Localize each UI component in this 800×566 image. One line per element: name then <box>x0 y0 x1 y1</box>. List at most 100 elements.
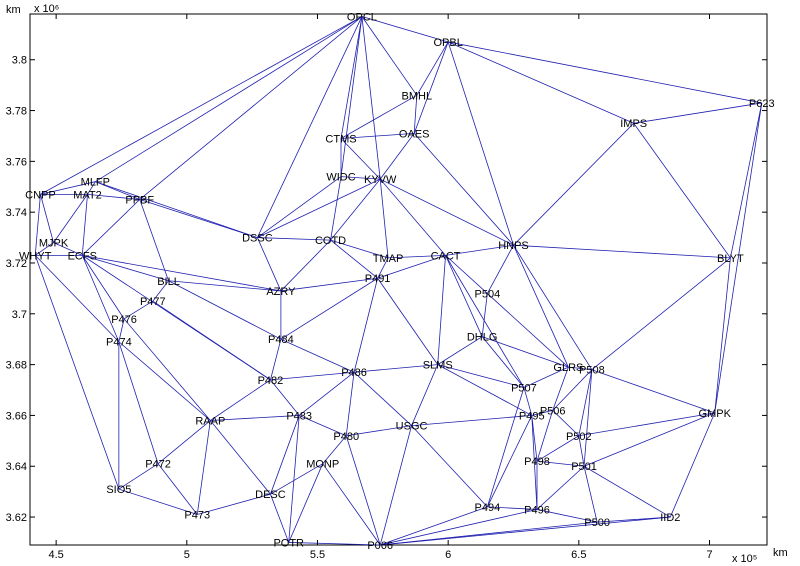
edge-monp-p066 <box>322 463 381 546</box>
x-tick-label: 4.5 <box>48 549 63 561</box>
x-tick-label: 6 <box>445 549 451 561</box>
x-tick-label: 7 <box>706 549 712 561</box>
edge-p508-p502 <box>578 369 593 436</box>
edge-widc-cotd <box>330 176 342 241</box>
edge-p506-p498 <box>536 410 554 462</box>
edge-mat2-ecfs <box>81 194 88 256</box>
node-label-raap: RAAP <box>195 416 225 428</box>
node-label-glrs: GLRS <box>553 362 583 374</box>
edge-opbl-hnps <box>447 41 514 246</box>
edge-p506-p495 <box>531 409 553 416</box>
edge-imps-hnps <box>513 122 634 246</box>
edge-usgc-p494 <box>411 425 488 508</box>
edge-desc-p473 <box>197 493 271 515</box>
edge-cnpp-mjpk <box>40 194 54 243</box>
node-label-oaes: OAES <box>399 128 430 140</box>
edge-widc-dssc <box>257 176 342 238</box>
edge-p495-p494 <box>486 415 533 508</box>
edge-p474-p472 <box>118 341 159 464</box>
edge-p476-raap <box>123 318 211 421</box>
edge-p491-p484 <box>280 277 378 340</box>
node-label-p482: P482 <box>258 375 284 387</box>
edge-whyt-sio5 <box>34 255 120 490</box>
node-label-p494: P494 <box>475 502 501 514</box>
edge-hnps-blyt <box>513 244 731 259</box>
edge-p486-p482 <box>270 371 355 381</box>
edge-dhlg-glrs <box>481 336 569 368</box>
edge-raap-p473 <box>196 420 211 515</box>
edge-dhlg-p507 <box>481 336 525 388</box>
edge-azry-p491 <box>280 277 378 292</box>
edge-p504-dhlg <box>481 293 488 337</box>
edge-dhlg-slms <box>437 336 483 365</box>
node-label-p474: P474 <box>106 337 132 349</box>
node-label-p486: P486 <box>341 367 367 379</box>
edge-usgc-p066 <box>379 425 412 546</box>
node-label-p472: P472 <box>145 459 171 471</box>
edge-p491-slms <box>377 278 439 365</box>
y-exponent-label: x 10⁶ <box>34 3 59 15</box>
edge-tmap-p491 <box>377 257 389 279</box>
edge-opcl-mlfp <box>95 16 363 183</box>
node-label-mat2: MAT2 <box>73 189 102 201</box>
edges-layer <box>34 16 763 546</box>
edge-cotd-tmap <box>330 239 389 259</box>
node-label-p504: P504 <box>475 288 501 300</box>
node-label-hnps: HNPS <box>498 240 529 252</box>
node-label-p476: P476 <box>111 314 137 326</box>
edge-opbl-bmhl <box>416 41 449 96</box>
edge-p504-glrs <box>487 293 569 368</box>
edge-cnpp-whyt <box>34 194 41 256</box>
edge-p501-iid2 <box>583 465 671 518</box>
edge-opcl-kyvw <box>361 16 381 180</box>
node-label-mlfp: MLFP <box>81 177 110 189</box>
edge-p494-p066 <box>380 506 488 546</box>
node-label-p484: P484 <box>268 334 294 346</box>
edge-cact-p491 <box>377 254 446 279</box>
edge-p472-sio5 <box>118 463 159 490</box>
edge-bmhl-ctms <box>340 94 417 139</box>
edge-raap-p472 <box>157 420 211 465</box>
edge-p495-usgc <box>411 415 532 426</box>
edge-p501-p496 <box>536 465 585 510</box>
edge-ecfs-bill <box>82 254 169 282</box>
edge-hnps-glrs <box>513 245 569 368</box>
edge-opcl-dssc <box>257 16 363 238</box>
edge-glrs-p506 <box>552 367 569 411</box>
node-label-opcl: OPCL <box>347 12 377 24</box>
edge-glrs-p507 <box>523 366 569 388</box>
edge-slms-p495 <box>437 364 532 416</box>
edge-imps-blyt <box>633 123 731 259</box>
y-tick-label: 3.66 <box>6 410 27 422</box>
y-tick-label: 3.7 <box>12 309 27 321</box>
y-axis: 3.623.643.663.683.73.723.743.763.783.8 <box>6 55 767 524</box>
edge-imps-p623 <box>633 102 762 124</box>
node-label-p623: P623 <box>749 98 775 110</box>
edge-glrs-p508 <box>568 366 592 371</box>
edge-bill-p484 <box>168 280 282 340</box>
node-label-p500: P500 <box>584 517 610 529</box>
node-label-cotd: COTD <box>315 235 346 247</box>
edge-blyt-p508 <box>591 257 731 371</box>
node-label-p507: P507 <box>511 382 537 394</box>
edge-p508-p501 <box>583 369 593 467</box>
edge-usgc-p480 <box>346 425 412 437</box>
y-tick-label: 3.62 <box>6 512 27 524</box>
node-label-ctms: CTMS <box>325 133 356 145</box>
y-tick-label: 3.8 <box>12 55 27 67</box>
y-axis-label: km <box>6 4 21 16</box>
node-label-desc: DESC <box>255 489 286 501</box>
edge-monp-desc <box>270 463 323 495</box>
node-label-p480: P480 <box>333 431 359 443</box>
node-label-p501: P501 <box>571 461 597 473</box>
edge-ecfs-azry <box>82 254 281 292</box>
edge-cotd-p491 <box>330 239 378 279</box>
edge-p502-p498 <box>536 435 580 462</box>
edge-cotd-azry <box>280 239 331 292</box>
node-label-gmpk: GMPK <box>699 408 732 420</box>
node-label-blyt: BLYT <box>717 253 744 265</box>
edge-cact-dhlg <box>445 255 483 337</box>
edge-mat2-ppbf <box>87 193 140 200</box>
